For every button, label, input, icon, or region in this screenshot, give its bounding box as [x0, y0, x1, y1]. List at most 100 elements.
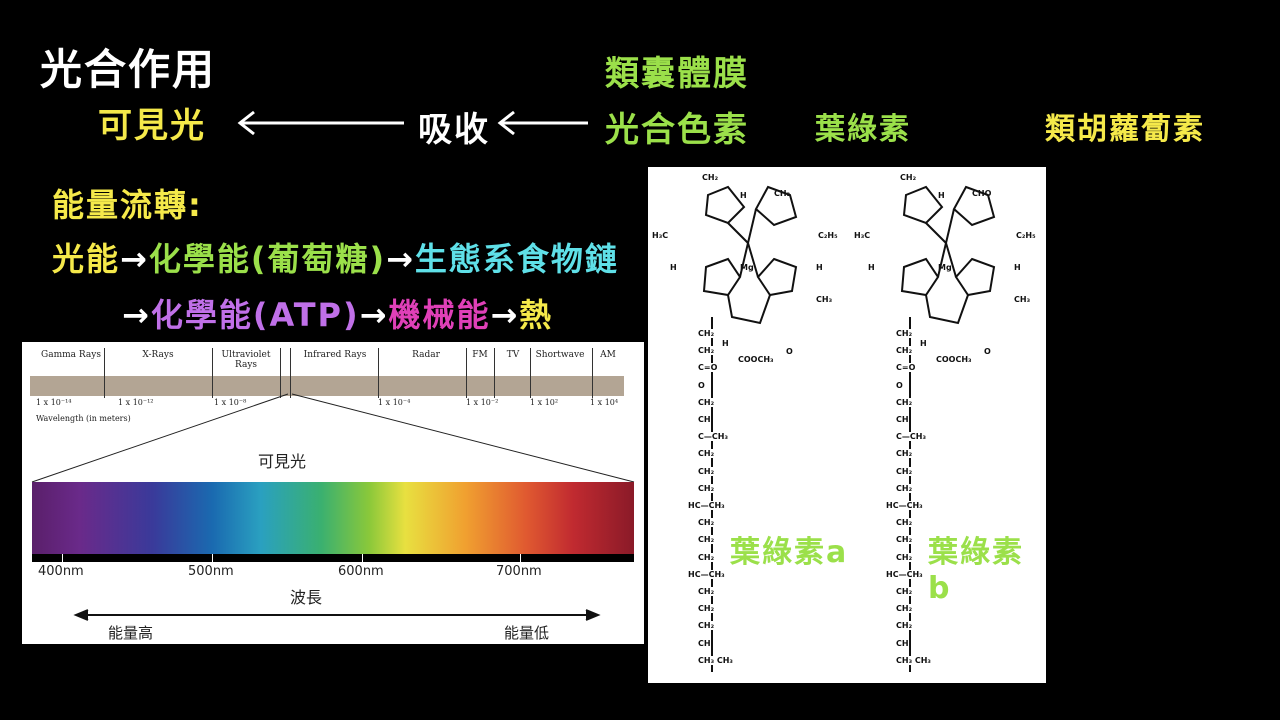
region-divider [104, 348, 105, 398]
nm-label: 400nm [38, 564, 84, 579]
energy-flow-line-1: 光能→化學能(葡萄糖)→生態系食物鏈 [52, 234, 619, 280]
region-label: Gamma Rays [41, 350, 101, 360]
chain-group: CH₂ [896, 483, 913, 493]
atom-label: C₂H₅ [818, 231, 838, 240]
zoom-lines [31, 393, 635, 621]
wavelength-cn-label: 波長 [290, 588, 323, 607]
atom-label: O [786, 347, 793, 356]
chain-group: CH₂ [698, 397, 715, 407]
scale-tick [520, 554, 521, 562]
nm-label: 700nm [496, 564, 542, 579]
atom-label: CH₂ [900, 173, 917, 182]
atom-label: CHO [972, 189, 992, 198]
chain-group: C=O [698, 363, 718, 373]
atom-label: H [920, 339, 927, 348]
wavelength-value: 1 x 10⁻⁴ [378, 398, 411, 407]
spectrum-band [30, 376, 624, 396]
region-divider [592, 348, 593, 398]
region-label: Infrared Rays [303, 350, 367, 360]
scale-tick [62, 554, 63, 562]
chlorophyll-b-label: 葉綠素b [928, 535, 1024, 606]
chain-group: CH₂ [896, 449, 913, 459]
chain-group: CH₂ [896, 604, 913, 614]
chain-group: CH₃ CH₃ [896, 655, 931, 665]
atom-label: CH₃ [816, 295, 833, 304]
chain-group: C—CH₃ [698, 432, 728, 442]
wavelength-axis-label: Wavelength (in meters) [36, 414, 131, 423]
atom-label: Mg [938, 263, 952, 272]
energy-low-label: 能量低 [504, 624, 550, 642]
atom-label: COOCH₃ [936, 355, 972, 364]
wavelength-value: 1 x 10⁻¹⁴ [36, 398, 72, 407]
thylakoid-label: 類囊體膜 [605, 54, 749, 94]
chain-group: C=O [896, 363, 916, 373]
chain-group: CH [896, 415, 909, 424]
atom-label: H [816, 263, 823, 272]
atom-label: COOCH₃ [738, 355, 774, 364]
atom-label: H [740, 191, 747, 200]
chain-group: CH₂ [896, 397, 913, 407]
chlorophyll-structure-panel: CH₂ H CH₃ H₃C C₂H₅ Mg H H CH₃ H COOCH₃ O… [648, 167, 1046, 683]
flow-arrow: → [120, 240, 149, 278]
chain-group: CH₂ [698, 552, 715, 562]
region-divider [280, 348, 281, 398]
atom-label: H [938, 191, 945, 200]
visible-light-label: 可見光 [98, 106, 206, 146]
nm-label: 600nm [338, 564, 384, 579]
energy-high-label: 能量高 [108, 624, 154, 642]
chain-group: CH₂ [896, 552, 913, 562]
region-divider [212, 348, 213, 398]
region-label: Ultraviolet Rays [221, 350, 271, 370]
chain-group: CH₂ [698, 466, 715, 476]
chain-group: CH [698, 415, 711, 424]
energy-flow-title: 能量流轉: [52, 186, 203, 224]
chain-group: CH₂ [698, 587, 715, 596]
left-arrow-icon [497, 110, 588, 136]
chain-group: CH₂ [698, 518, 715, 528]
scale-tick [362, 554, 363, 562]
chain-group: O [896, 380, 903, 390]
wavelength-value: 1 x 10² [530, 398, 559, 407]
chain-group: CH [896, 638, 909, 648]
wavelength-value: 1 x 10⁻⁸ [214, 398, 247, 407]
chain-group: CH₂ [698, 535, 715, 545]
region-label: TV [506, 350, 520, 360]
chain-group: CH₂ [896, 535, 913, 545]
wavelength-value: 1 x 10⁴ [590, 398, 619, 407]
absorb-label: 吸收 [418, 110, 490, 150]
chain-group: CH₂ [698, 621, 715, 631]
flow-arrow: → [490, 296, 520, 334]
region-divider [494, 348, 495, 398]
chain-group: HC—CH₃ [886, 569, 923, 579]
chain-group: CH₂ [896, 587, 913, 596]
chain-group: CH₂ [698, 604, 715, 614]
atom-label: CH₂ [702, 173, 719, 182]
flow-segment: 光能 [52, 240, 121, 278]
region-divider [378, 348, 379, 398]
chain-group: CH [698, 638, 711, 648]
flow-arrow: → [386, 240, 415, 278]
chain-group: CH₂ [698, 346, 715, 356]
chain-group: C—CH₃ [896, 432, 926, 442]
chain-group: HC—CH₃ [688, 569, 725, 579]
atom-label: H [722, 339, 729, 348]
region-label: Shortwave [535, 350, 585, 360]
spectrum-diagram: Gamma Rays X-Rays Ultraviolet Rays Infra… [22, 342, 644, 644]
carotenoid-label: 類胡蘿蔔素 [1045, 112, 1205, 147]
atom-label: H [868, 263, 875, 272]
atom-label: Mg [740, 263, 754, 272]
wavelength-value: 1 x 10⁻² [466, 398, 499, 407]
atom-label: H₃C [854, 231, 871, 240]
region-label: AM [600, 350, 616, 360]
chain-group: CH₂ [896, 466, 913, 476]
flow-segment: 化學能(ATP) [150, 296, 360, 334]
flow-segment: 生態系食物鏈 [414, 240, 619, 278]
region-label: X-Rays [142, 350, 174, 360]
atom-label: O [984, 347, 991, 356]
energy-flow-line-2: →化學能(ATP)→機械能→熱 [122, 290, 553, 336]
chain-group: HC—CH₃ [886, 501, 923, 510]
pigment-label: 光合色素 [605, 110, 749, 150]
visible-light-label: 可見光 [258, 452, 307, 471]
visible-spectrum-gradient [32, 482, 634, 554]
spectrum-scale-bar [32, 554, 634, 562]
